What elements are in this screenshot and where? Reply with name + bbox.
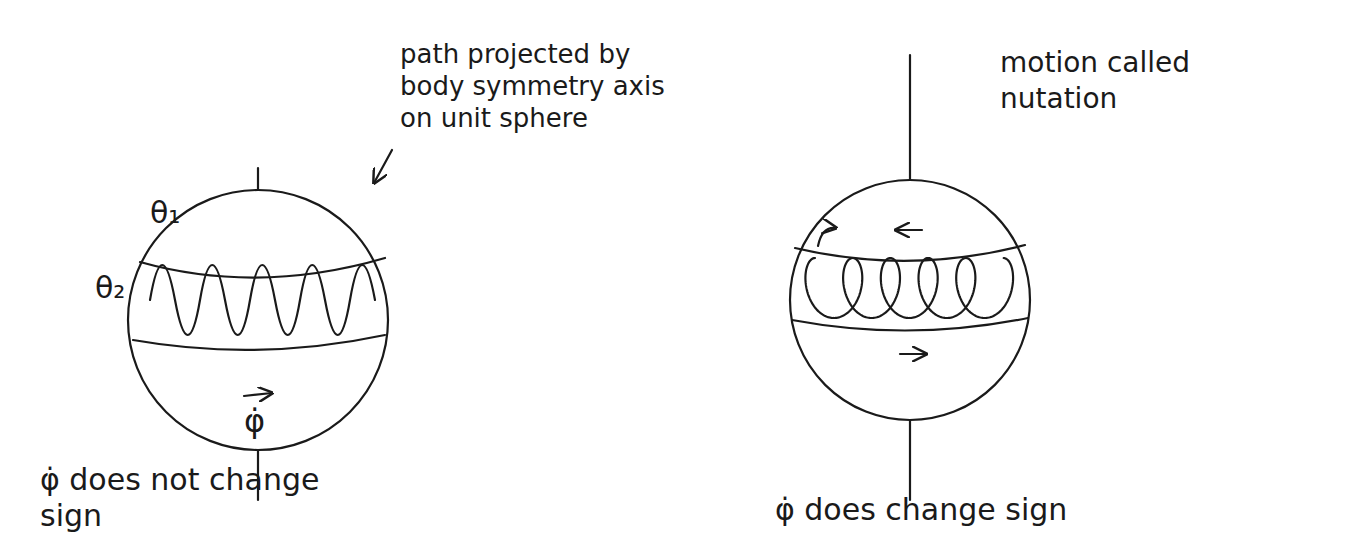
caption: φ̇ does not change sign — [40, 462, 385, 534]
axis-line — [909, 420, 911, 500]
latitude-line — [133, 335, 385, 350]
direction-arrow — [900, 353, 926, 355]
symbol-label: φ̇ — [244, 402, 265, 440]
axis-line — [257, 168, 259, 190]
latitude-line — [140, 258, 385, 278]
direction-arrow — [244, 393, 272, 396]
annotation: motion called nutation — [1000, 45, 1240, 117]
looping-path — [805, 258, 1013, 318]
angle-label: θ₁ — [150, 195, 180, 231]
curl-arrow — [818, 228, 836, 246]
leader-arrow — [374, 150, 392, 183]
annotation: path projected by body symmetry axis on … — [400, 38, 700, 134]
caption: φ̇ does change sign — [775, 492, 1067, 528]
wavy-path — [150, 265, 375, 335]
unit-sphere — [128, 190, 388, 450]
axis-line — [909, 55, 911, 180]
angle-label: θ₂ — [95, 270, 125, 306]
unit-sphere — [790, 180, 1030, 420]
latitude-line — [792, 318, 1028, 331]
direction-arrow — [896, 229, 922, 231]
latitude-line — [795, 245, 1025, 261]
